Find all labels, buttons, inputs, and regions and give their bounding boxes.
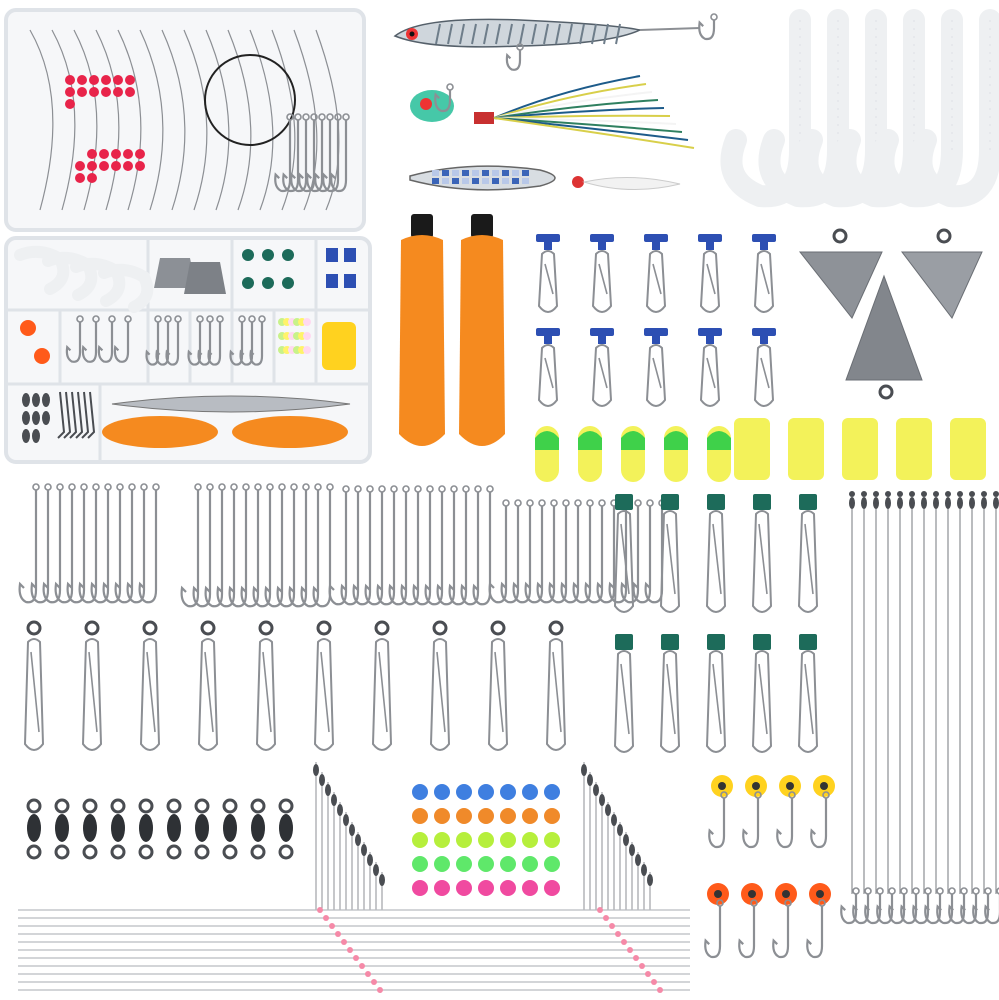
minnow-crankbait <box>393 13 718 71</box>
foam-floats <box>535 418 986 482</box>
tackle-box-leaders <box>4 8 366 232</box>
pyramid-sinkers <box>798 228 983 400</box>
wire-leaders <box>840 491 999 925</box>
bead-rigs <box>18 762 690 993</box>
beads <box>412 784 560 896</box>
hook-sets <box>18 483 666 608</box>
pencil-floats <box>399 214 505 446</box>
spoon-lure <box>409 165 681 191</box>
bucktail-jig <box>410 75 695 149</box>
blue-t-snaps <box>536 234 776 407</box>
curly-tail-grubs <box>720 9 999 208</box>
snap-swivels <box>23 620 567 751</box>
jig-heads <box>704 775 835 959</box>
barrel-swivels <box>26 798 294 860</box>
tackle-box-assortment <box>4 236 372 464</box>
green-sliding-snaps <box>613 494 819 753</box>
